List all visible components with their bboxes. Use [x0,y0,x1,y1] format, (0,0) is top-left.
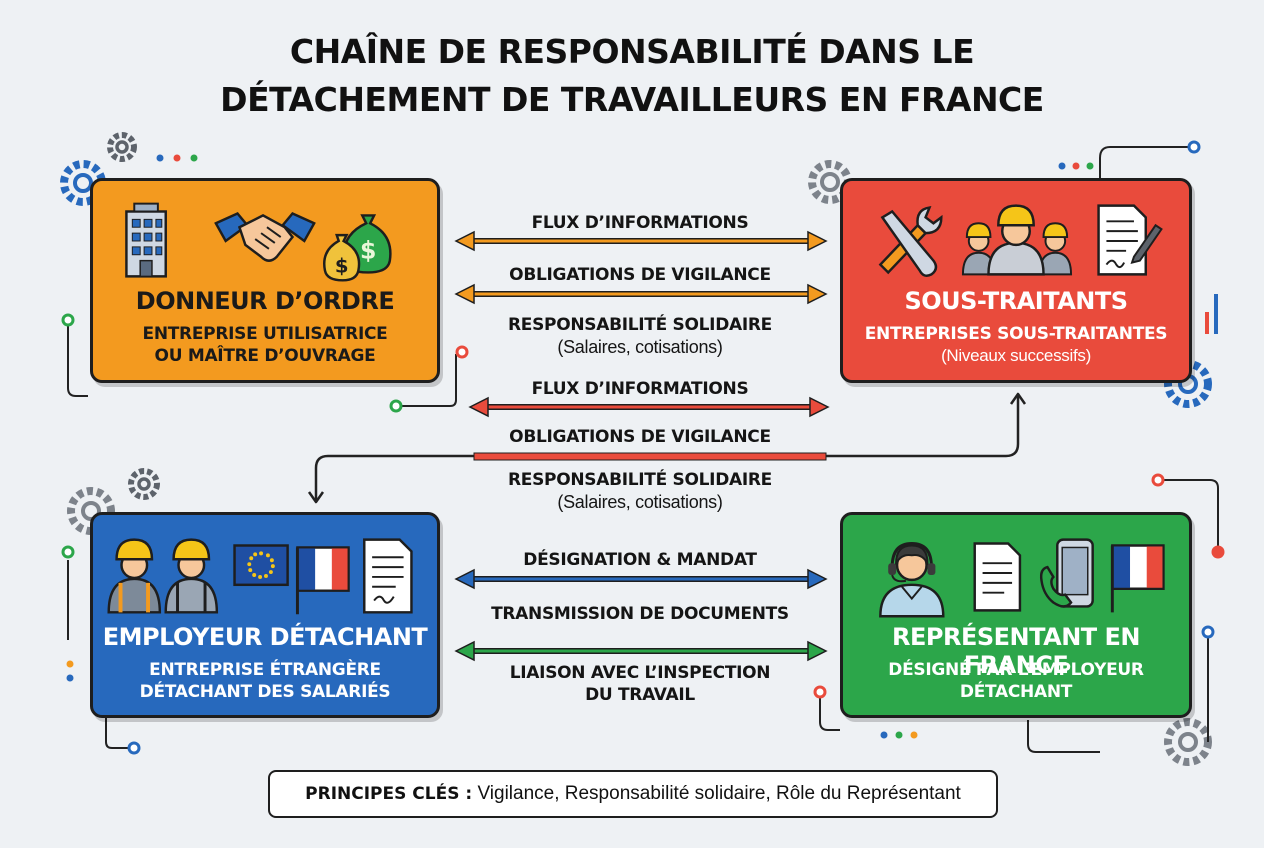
tools-icon [878,206,943,277]
svg-text:$: $ [335,254,349,277]
liaison-line-2: DU TRAVAIL [585,685,695,705]
french-flag-icon [295,546,350,615]
sous-traitants-sub-1: ENTREPRISES SOUS-TRAITANTES [864,324,1168,344]
document-icon [973,542,1022,612]
decor-dots [66,154,1218,739]
middle-vigilance-label: OBLIGATIONS DE VIGILANCE [509,427,771,447]
document-icon [363,538,413,614]
donneur-dordre-box: $ $ DONNEUR D’ORDRE ENTREPRISE UTILISATR… [90,178,440,383]
headset-agent-icon [879,542,945,618]
representant-icons [879,538,1165,618]
donneur-icons: $ $ [125,202,392,282]
middle-resp-label: RESPONSABILITÉ SOLIDAIRE (Salaires, coti… [440,469,840,513]
french-flag-icon [1110,544,1165,613]
money-bags-icon: $ $ [323,214,392,282]
handshake-icon [214,211,316,262]
employeur-sub-1: ENTREPRISE ÉTRANGÈRE [149,660,381,680]
page-title: CHAÎNE DE RESPONSABILITÉ DANS LE DÉTACHE… [0,28,1264,124]
liaison-label: LIAISON AVEC L’INSPECTION DU TRAVAIL [440,662,840,706]
gear-icon [128,468,160,500]
designation-label: DÉSIGNATION & MANDAT [523,550,757,570]
donneur-sub-2: OU MAÎTRE D’OUVRAGE [154,346,376,366]
circuit-dots [61,140,1225,755]
arrow-top-flux [454,230,828,252]
middle-resp-note: (Salaires, cotisations) [557,492,723,512]
connector-bar [473,452,827,461]
representant-sub-1: DÉSIGNÉ PAR L’EMPLOYEUR [888,660,1144,680]
donneur-sub-1: ENTREPRISE UTILISATRICE [142,324,388,344]
workers-group-icon [961,204,1073,276]
sous-traitants-sub-2: (Niveaux successifs) [941,346,1091,365]
middle-resp-title: RESPONSABILITÉ SOLIDAIRE [507,470,772,490]
representant-box: REPRÉSENTANT EN FRANCE DÉSIGNÉ PAR L’EMP… [840,512,1192,718]
arrow-middle-flux [468,396,830,418]
arrow-top-vigilance [454,283,828,305]
middle-flux-label: FLUX D’INFORMATIONS [531,379,749,399]
gear-icon [1164,718,1212,766]
employeur-icons [107,538,413,615]
top-resp-note: (Salaires, cotisations) [557,337,723,357]
top-resp-title: RESPONSABILITÉ SOLIDAIRE [507,315,772,335]
transmission-label: TRANSMISSION DE DOCUMENTS [491,604,789,624]
sous-traitants-icons [878,204,1163,277]
gear-icon [107,132,137,162]
key-principles-label: PRINCIPES CLÉS : [305,784,473,804]
phone-icon [1039,538,1094,608]
svg-text:$: $ [360,237,376,265]
representant-sub-2: DÉTACHANT [959,682,1073,702]
arrow-bottom-liaison [454,640,828,662]
sous-traitants-name: SOUS-TRAITANTS [904,287,1128,315]
link-arrows [454,230,830,662]
employeur-name: EMPLOYEUR DÉTACHANT [102,623,428,651]
employeur-sub-2: DÉTACHANT DES SALARIÉS [139,682,391,702]
workers-icon [107,538,219,614]
key-principles-text: Vigilance, Responsabilité solidaire, Rôl… [472,783,961,804]
sous-traitants-box: SOUS-TRAITANTS ENTREPRISES SOUS-TRAITANT… [840,178,1192,383]
representant-name: REPRÉSENTANT EN FRANCE [892,623,1140,679]
arrow-bottom-designation [454,568,828,590]
office-building-icon [125,202,167,278]
top-resp-label: RESPONSABILITÉ SOLIDAIRE (Salaires, coti… [440,314,840,358]
eu-flag-icon [233,544,289,587]
liaison-line-1: LIAISON AVEC L’INSPECTION [509,663,771,683]
contract-document-icon [1097,204,1163,276]
key-principles-box: PRINCIPES CLÉS : Vigilance, Responsabili… [268,770,998,818]
top-flux-label: FLUX D’INFORMATIONS [531,213,749,233]
title-line-1: CHAÎNE DE RESPONSABILITÉ DANS LE [289,32,975,71]
employeur-detachant-box: EMPLOYEUR DÉTACHANT ENTREPRISE ÉTRANGÈRE… [90,512,440,718]
title-line-2: DÉTACHEMENT DE TRAVAILLEURS EN FRANCE [220,80,1044,119]
donneur-name: DONNEUR D’ORDRE [135,287,395,315]
circuit-lines [67,146,1219,753]
top-vigilance-label: OBLIGATIONS DE VIGILANCE [509,265,771,285]
